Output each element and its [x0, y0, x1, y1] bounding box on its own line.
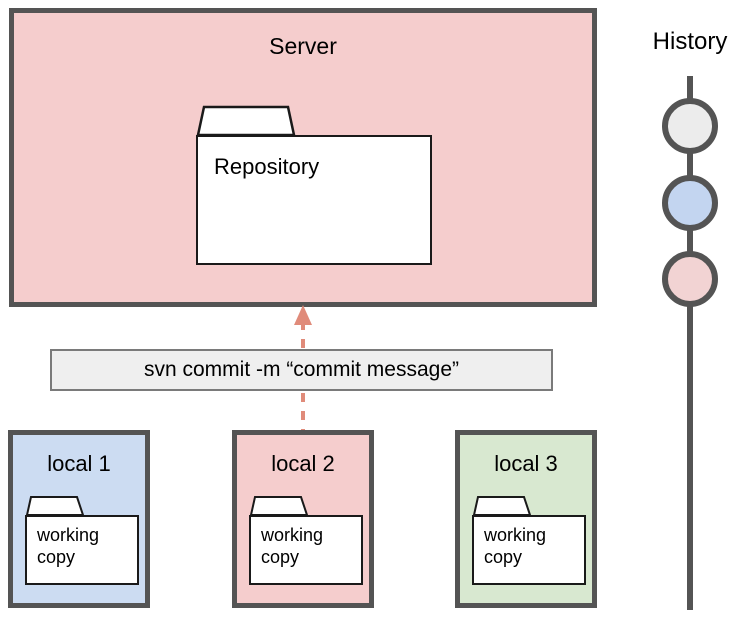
command-text: svn commit -m “commit message” — [143, 358, 460, 381]
local-1-working-copy-folder[interactable]: working copy — [25, 495, 139, 585]
local-2-folder-label: working copy — [261, 525, 324, 567]
history-title: History — [652, 28, 728, 55]
folder-body: Repository — [196, 135, 432, 265]
local-1-title: local 1 — [47, 451, 111, 476]
local-2-title: local 2 — [271, 451, 335, 476]
command-label-box[interactable]: svn commit -m “commit message” — [50, 349, 553, 391]
local-box-1[interactable]: local 1 working copy — [8, 430, 150, 608]
local-3-working-copy-folder[interactable]: working copy — [472, 495, 586, 585]
local-box-3[interactable]: local 3 working copy — [455, 430, 597, 608]
local-1-folder-label: working copy — [37, 525, 100, 567]
repository-label: Repository — [214, 154, 320, 179]
local-box-2[interactable]: local 2 working copy — [232, 430, 374, 608]
local-3-folder-label: working copy — [484, 525, 547, 567]
repository-folder[interactable]: Repository — [196, 105, 432, 265]
folder-tab-icon — [25, 495, 85, 517]
folder-body: working copy — [249, 515, 363, 585]
server-container[interactable]: Server Repository — [9, 8, 597, 307]
folder-tab-icon — [196, 105, 296, 137]
history-node-2 — [662, 175, 718, 231]
server-title: Server — [269, 33, 337, 59]
folder-body: working copy — [25, 515, 139, 585]
folder-tab-icon — [472, 495, 532, 517]
history-node-3 — [662, 251, 718, 307]
history-timeline[interactable] — [650, 70, 730, 615]
local-3-title: local 3 — [494, 451, 558, 476]
history-node-1 — [662, 98, 718, 154]
local-2-working-copy-folder[interactable]: working copy — [249, 495, 363, 585]
folder-body: working copy — [472, 515, 586, 585]
folder-tab-icon — [249, 495, 309, 517]
